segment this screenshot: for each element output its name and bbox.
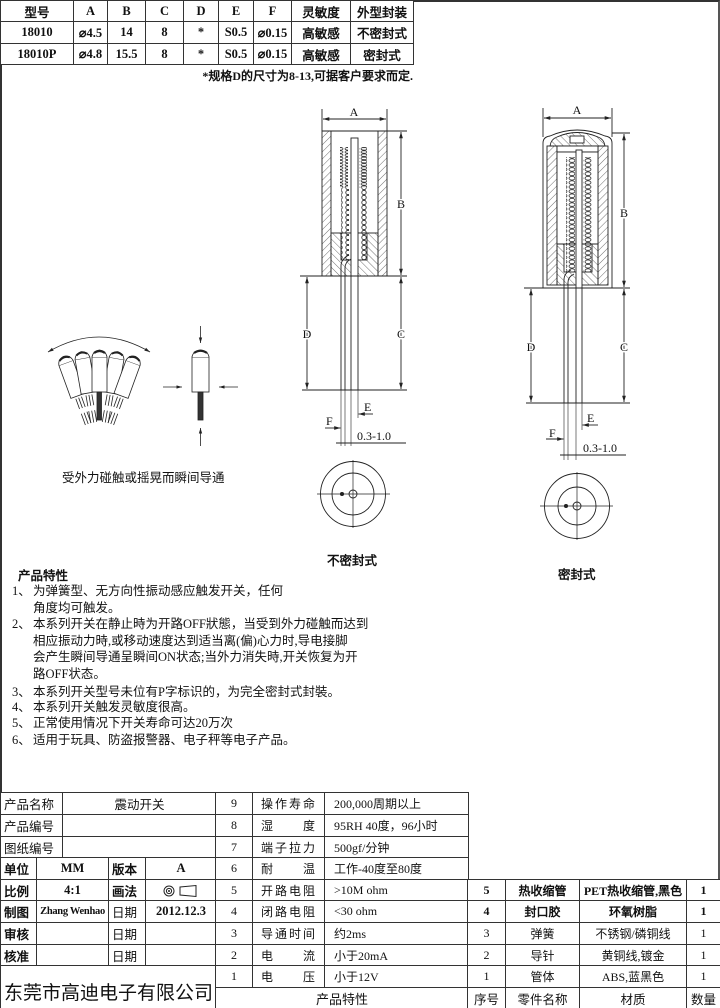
cell-sensitivity: 高敏感	[291, 43, 351, 65]
cell-d: *	[183, 21, 219, 44]
unit-label: 单位	[0, 857, 37, 880]
cell-d: *	[183, 43, 219, 65]
cell-model: 18010	[0, 21, 74, 44]
cell-f: ⌀0.15	[253, 21, 292, 44]
model-spec-table: 型号 A B C D E F 灵敏度 外型封装 18010 ⌀4.5 14 8 …	[0, 0, 414, 65]
sealed-label: 密封式	[558, 568, 596, 582]
feature-line: 4、本系列开关触发灵敏度很高。	[12, 700, 196, 714]
header-qty: 数量	[686, 987, 720, 1008]
projection-method-cell	[145, 879, 218, 901]
unit-value: MM	[35, 857, 110, 880]
approve-date-value	[145, 944, 218, 966]
date-label: 日期	[108, 944, 147, 966]
cell-e: S0.5	[218, 21, 254, 44]
spec-row: 18010 ⌀4.5 14 8 * S0.5 ⌀0.15 高敏感 不密封式	[0, 21, 414, 44]
version-label: 版本	[108, 857, 147, 880]
feature-line: 路OFF状态。	[33, 667, 106, 681]
header-sensitivity: 灵敏度	[291, 0, 351, 22]
parts-header-row: 序号 零件名称 材质 数量	[467, 987, 720, 1008]
feature-line: 3、本系列开关型号未位有P字标识的，为完全密封式封裝。	[12, 685, 340, 699]
unsealed-label: 不密封式	[327, 554, 378, 568]
features-title: 产品特性	[18, 569, 69, 583]
reviewer-value	[35, 922, 110, 945]
cell-c: 8	[145, 43, 184, 65]
cell-package: 不密封式	[350, 21, 414, 44]
header-e: E	[218, 0, 254, 22]
company-name: 东莞市高迪电子有限公司	[0, 965, 218, 1008]
review-label: 审核	[0, 922, 37, 945]
spec-row: 18010P ⌀4.8 15.5 8 * S0.5 ⌀0.15 高敏感 密封式	[0, 43, 414, 65]
review-date-value	[145, 922, 218, 945]
feature-line: 2、本系列开关在静止時为开路OFF狀態，当受到外力碰触而达到	[12, 617, 369, 631]
cell-f: ⌀0.15	[253, 43, 292, 65]
feature-line: 1、为弹簧型、无方向性振动感应触发开关，任何	[12, 584, 284, 598]
header-no: 序号	[467, 987, 506, 1008]
projection-method-icon	[163, 884, 197, 897]
drawing-no-value	[62, 836, 218, 858]
cell-a: ⌀4.8	[73, 43, 108, 65]
feature-line: 相应振动力時,或移动速度达到适当离(偏)心力时,导电接脚	[33, 634, 348, 648]
drawn-by-value: Zhang Wenhao	[35, 900, 110, 923]
cell-model: 18010P	[0, 43, 74, 65]
cell-package: 密封式	[350, 43, 414, 65]
tilt-caption: 受外力碰触或摇晃而瞬间导通	[62, 471, 225, 485]
header-a: A	[73, 0, 108, 22]
cell-b: 15.5	[107, 43, 146, 65]
cell-b: 14	[107, 21, 146, 44]
approver-value	[35, 944, 110, 966]
cell-sensitivity: 高敏感	[291, 21, 351, 44]
dimension-d-note: *规格D的尺寸为8-13,可据客户要求而定.	[202, 69, 413, 83]
method-label: 画法	[108, 879, 147, 901]
feature-line: 6、适用于玩具、防盗报警器、电子秤等电子产品。	[12, 733, 296, 747]
product-no-label: 产品编号	[0, 814, 64, 837]
specs-footer: 产品特性	[215, 987, 469, 1008]
drawn-label: 制图	[0, 900, 37, 923]
header-part-name: 零件名称	[505, 987, 580, 1008]
cell-c: 8	[145, 21, 184, 44]
product-name-label: 产品名称	[0, 792, 64, 815]
drawn-date-value: 2012.12.3	[145, 900, 218, 923]
feature-line: 角度均可触发。	[33, 601, 121, 615]
feature-line: 会产生瞬间导通呈瞬间ON状态;当外力消失時,开关恢复为开	[33, 650, 358, 664]
header-f: F	[253, 0, 292, 22]
header-material: 材质	[579, 987, 687, 1008]
title-block: 产品名称 震动开关 产品编号 图纸编号 单位 MM 版本 A 比例 4:1 画法	[0, 792, 218, 1008]
drawing-no-label: 图纸编号	[0, 836, 64, 858]
header-package: 外型封装	[350, 0, 414, 22]
scale-value: 4:1	[35, 879, 110, 901]
date-label: 日期	[108, 900, 147, 923]
header-b: B	[107, 0, 146, 22]
product-no-value	[62, 814, 218, 837]
header-d: D	[183, 0, 219, 22]
header-model: 型号	[0, 0, 74, 22]
version-value: A	[145, 857, 218, 880]
cell-e: S0.5	[218, 43, 254, 65]
approve-label: 核准	[0, 944, 37, 966]
product-name-value: 震动开关	[62, 792, 218, 815]
header-c: C	[145, 0, 184, 22]
cell-a: ⌀4.5	[73, 21, 108, 44]
feature-line: 5、正常使用情况下开关寿命可达20万次	[12, 716, 234, 730]
spec-header-row: 型号 A B C D E F 灵敏度 外型封装	[0, 0, 414, 22]
date-label: 日期	[108, 922, 147, 945]
scale-label: 比例	[0, 879, 37, 901]
